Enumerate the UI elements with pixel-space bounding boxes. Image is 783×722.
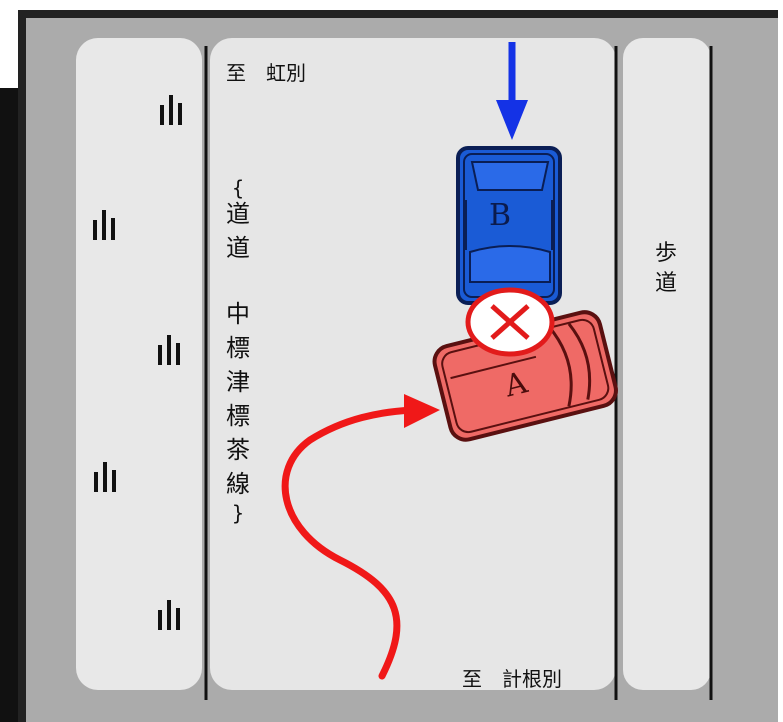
median-char: 道: [226, 234, 250, 262]
grass-tuft-icon: [160, 95, 182, 125]
left-verge: [76, 38, 202, 690]
median-char: 中: [226, 300, 250, 328]
top-road-label: 至 虹別: [226, 61, 306, 85]
left-edge-mark: [0, 88, 18, 722]
median-char: 標: [226, 334, 250, 362]
curved-arrow-icon: [281, 394, 440, 680]
median-char: 津: [226, 368, 250, 396]
median-char: 標: [226, 402, 250, 430]
sidewalk-label: 歩 道: [655, 241, 677, 296]
collision-x-mark-icon: [465, 287, 555, 357]
median-char: 線: [226, 470, 250, 498]
median-char: 道: [226, 200, 250, 228]
median-char: }: [232, 501, 245, 525]
median-label-top: { 道 道: [226, 176, 250, 262]
grass-tuft-icon: [94, 462, 116, 492]
median-char: {: [232, 176, 245, 200]
grass-tuft-icon: [158, 335, 180, 365]
down-arrow-icon: [496, 42, 528, 140]
vehicle-b: B: [456, 146, 562, 305]
sidewalk-char: 道: [655, 271, 677, 296]
bottom-road-label: 至 計根別: [462, 667, 562, 691]
median-char: 茶: [226, 436, 250, 464]
grass-tuft-icon: [93, 210, 115, 240]
sidewalk-char: 歩: [655, 241, 677, 266]
sidewalk-strip: [623, 38, 711, 690]
median-label-main: 中 標 津 標 茶 線 }: [226, 300, 250, 525]
vehicle-b-label: B: [489, 198, 511, 233]
grass-tuft-icon: [158, 600, 180, 630]
